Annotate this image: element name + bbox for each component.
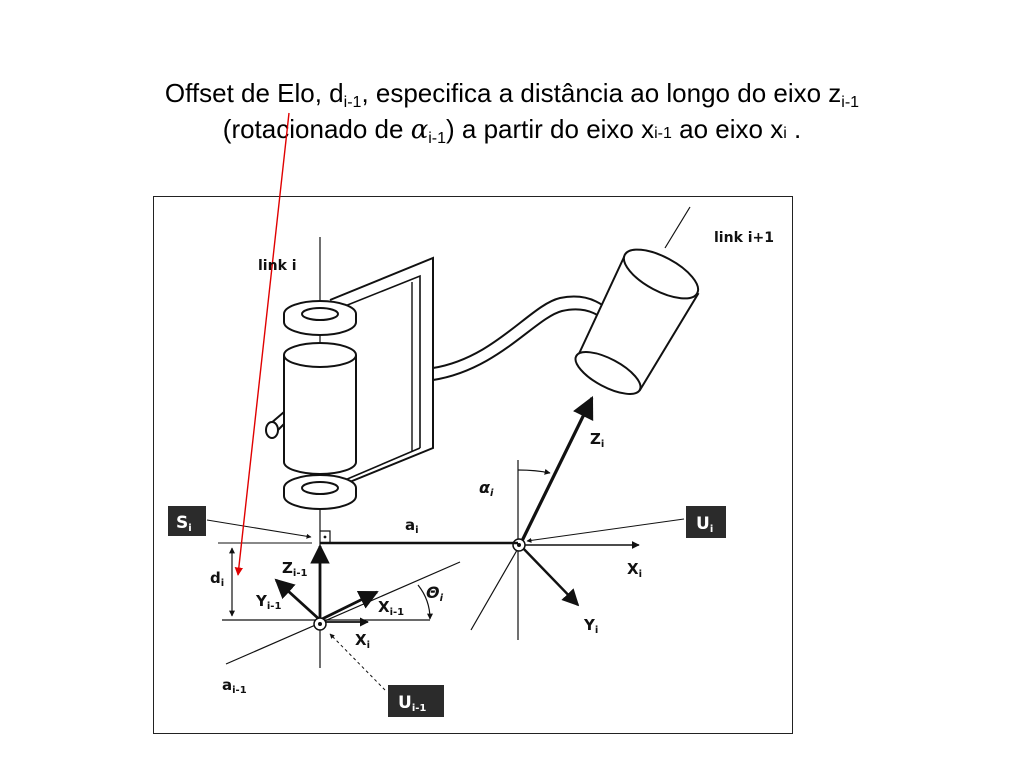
u-i-1-badge bbox=[388, 685, 444, 717]
joint-pin bbox=[265, 421, 279, 439]
u-i-label: Ui bbox=[696, 514, 713, 535]
y-i-label: Yi bbox=[583, 616, 598, 636]
y-i-1-label: Yi-1 bbox=[255, 592, 281, 612]
theta-i-label: Θi bbox=[426, 583, 444, 604]
title-text: . bbox=[786, 114, 802, 144]
a-i-label: ai bbox=[405, 516, 419, 536]
link-i1-label: link i+1 bbox=[714, 230, 774, 246]
s-i-label: Si bbox=[176, 513, 192, 534]
s-i-badge bbox=[168, 506, 206, 536]
z-i-1-label: Zi-1 bbox=[282, 559, 307, 579]
title-small-text: i-1 bbox=[654, 125, 672, 142]
u-i-1-label: Ui-1 bbox=[398, 693, 426, 714]
title-text: ao eixo x bbox=[671, 114, 784, 144]
x-i-projection-label: Xi bbox=[355, 631, 370, 651]
alpha-arc bbox=[517, 468, 551, 475]
link-i-drawing bbox=[265, 237, 434, 668]
joint-cylinder bbox=[283, 355, 357, 475]
bracket-outer bbox=[329, 256, 434, 491]
x-i-1-axis bbox=[319, 590, 379, 622]
title-subscript: i-1 bbox=[428, 130, 447, 147]
y-i-axis bbox=[519, 544, 580, 607]
title-subscript: i-1 bbox=[841, 94, 860, 111]
title-text: , especifica a distância ao longo do eix… bbox=[361, 78, 842, 108]
u-i-pointer bbox=[526, 518, 685, 543]
y-i-1-axis bbox=[274, 578, 321, 622]
u-i-badge bbox=[686, 506, 726, 538]
d-i-label: di bbox=[210, 569, 224, 589]
alpha-symbol: α bbox=[410, 115, 429, 145]
title-text: (rotacionado de bbox=[222, 114, 411, 144]
s-i-pointer bbox=[206, 519, 312, 539]
a-i-1-label: ai-1 bbox=[222, 676, 247, 696]
title-text: ) a partir do eixo x bbox=[446, 114, 655, 144]
z-i-label: Zi bbox=[590, 430, 604, 450]
alpha-i-label: αi bbox=[479, 478, 494, 499]
link-i1-drawing bbox=[574, 206, 700, 395]
z-i-axis bbox=[518, 395, 594, 546]
slide-title-line-1: Offset de Elo, di-1, especifica a distân… bbox=[0, 76, 1024, 120]
a-i-1-line bbox=[225, 561, 461, 665]
u-i-1-pointer bbox=[329, 633, 386, 691]
figure-frame bbox=[153, 196, 793, 734]
slide-title-line-2: (rotacionado de αi-1) a partir do eixo x… bbox=[0, 112, 1024, 156]
annotation-arrow bbox=[234, 112, 290, 576]
frame-i-1-axes bbox=[222, 544, 461, 665]
x-i-label: Xi bbox=[627, 560, 642, 580]
title-small-text: i bbox=[783, 125, 787, 142]
title-subscript: i-1 bbox=[343, 94, 362, 111]
bracket-inner bbox=[339, 274, 421, 448]
link-i-label: link i bbox=[258, 258, 297, 274]
theta-arc bbox=[417, 584, 433, 620]
frame-i-axes bbox=[470, 395, 640, 640]
title-text: Offset de Elo, d bbox=[164, 78, 344, 108]
x-i-1-label: Xi-1 bbox=[378, 598, 404, 618]
